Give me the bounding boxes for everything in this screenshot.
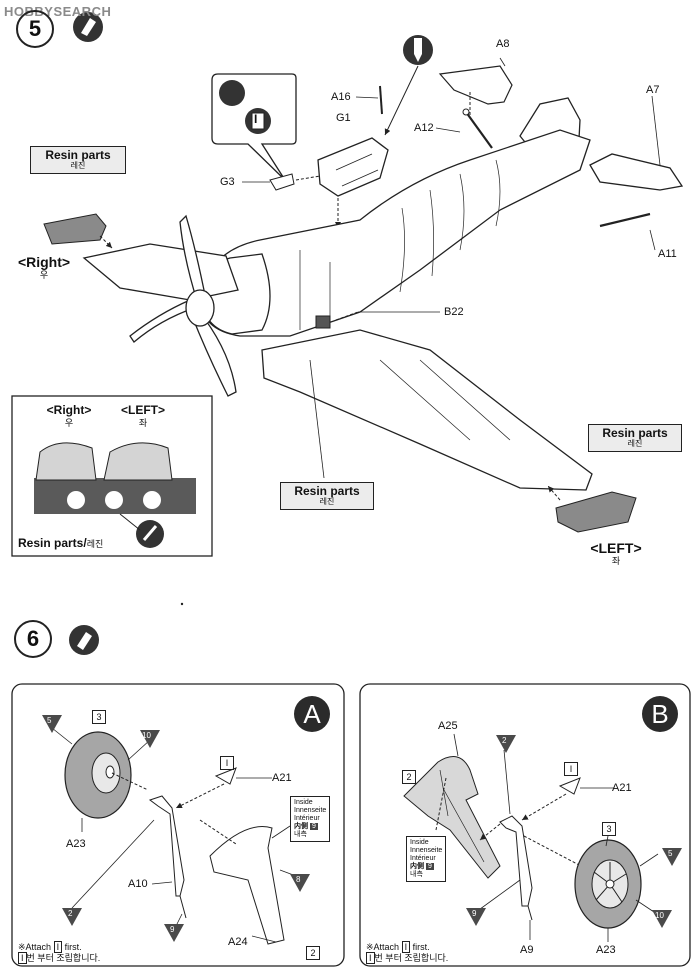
panel-b-frame xyxy=(359,683,691,967)
label-a16: A16 xyxy=(331,91,351,103)
part-i-tag xyxy=(245,108,271,134)
color-3-b: 3 xyxy=(602,822,616,836)
color-triangles-a xyxy=(42,715,310,942)
color-2b-a: 2 xyxy=(306,946,320,960)
panel-b-letter: B xyxy=(642,696,678,732)
propeller xyxy=(129,214,237,397)
label-a23-panel-a: A23 xyxy=(66,838,86,850)
panel-a-letter: A xyxy=(294,696,330,732)
label-a25: A25 xyxy=(438,720,458,732)
label-a7: A7 xyxy=(646,84,660,96)
aircraft-body xyxy=(82,97,684,491)
label-a12: A12 xyxy=(414,122,434,134)
color-10-b: 10 xyxy=(655,911,664,920)
color-2-a: 2 xyxy=(68,909,73,918)
resin-part-right xyxy=(43,213,107,245)
resin-part-left xyxy=(555,491,637,533)
color-9-b: 9 xyxy=(472,909,477,918)
label-a8: A8 xyxy=(496,38,510,50)
callout-part-i: I xyxy=(254,112,258,126)
resin-parts-box-left: Resin parts 레진 xyxy=(588,424,682,452)
color-9-a: 9 xyxy=(170,925,175,934)
color-2-b: 2 xyxy=(402,770,416,784)
label-a21-panel-a: A21 xyxy=(272,772,292,784)
step-number-6: 6 xyxy=(14,620,52,658)
inset-box xyxy=(11,395,213,557)
color-triangles-b xyxy=(466,735,682,928)
color-8-a: 8 xyxy=(296,875,301,884)
cement-icon xyxy=(403,35,433,65)
inside-box-a: Inside Innenseite Intérieur 内側 9 내측 xyxy=(290,796,331,843)
label-a9: A9 xyxy=(520,944,534,956)
label-a23-panel-b: A23 xyxy=(596,944,616,956)
label-a10: A10 xyxy=(128,878,148,890)
part-i-tag-panel-b: I xyxy=(564,762,578,776)
color-2b-b: 2 xyxy=(502,736,507,745)
step-number-5: 5 xyxy=(16,10,54,48)
inside-box-b: Inside Innenseite Intérieur 内側 9 내측 xyxy=(406,836,447,883)
question-icon xyxy=(219,80,245,106)
resin-parts-box-right: Resin parts 레진 xyxy=(30,146,126,174)
paint-icon-step6 xyxy=(69,625,99,655)
inset-caption: Resin parts/레진 xyxy=(18,536,104,550)
paint-brush-icon xyxy=(73,12,103,42)
label-g1: G1 xyxy=(336,112,351,124)
left-side-label: <LEFT> 좌 xyxy=(590,540,642,567)
right-side-label: <Right> 우 xyxy=(17,254,71,281)
color-10-a: 10 xyxy=(142,731,151,740)
label-a24: A24 xyxy=(228,936,248,948)
inset-left-label: <LEFT> 좌 xyxy=(120,403,165,428)
inset-right-label: <Right> 우 xyxy=(46,403,92,428)
label-a21-panel-b: A21 xyxy=(612,782,632,794)
label-g3: G3 xyxy=(220,176,235,188)
color-3-a: 3 xyxy=(92,710,106,724)
label-a11: A11 xyxy=(658,248,677,260)
part-i-tag-panel-a: I xyxy=(220,756,234,770)
label-b22: B22 xyxy=(444,306,464,318)
color-5-b: 5 xyxy=(668,849,673,858)
resin-parts-box-center: Resin parts 레진 xyxy=(280,482,374,510)
color-5-a: 5 xyxy=(47,716,52,725)
